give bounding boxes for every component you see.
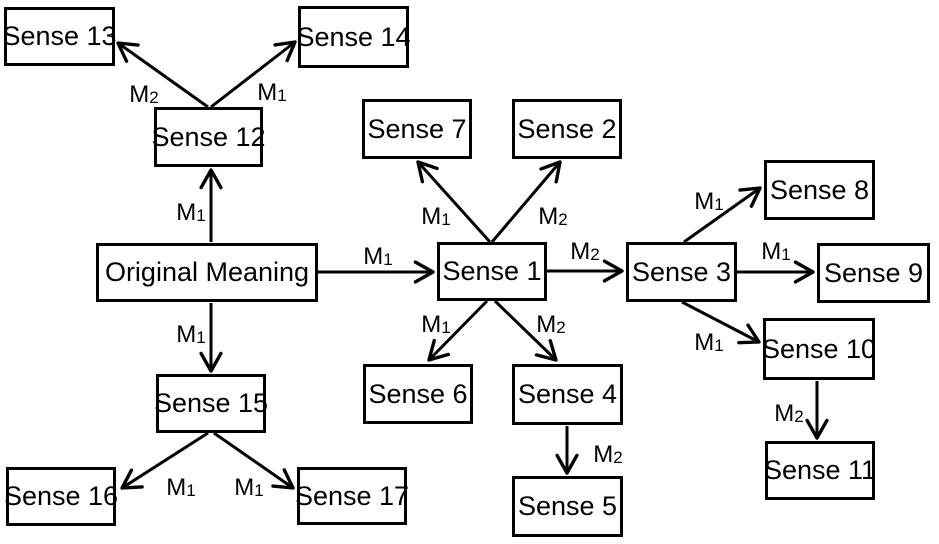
node-sense13: Sense 13 — [2, 7, 117, 66]
node-original-meaning: Original Meaning — [96, 243, 318, 302]
node-label: Sense 14 — [296, 21, 411, 52]
edge-label-sense12-sense13: M2 — [129, 81, 159, 108]
node-label: Sense 4 — [517, 379, 618, 409]
edge-label-original-meaning-sense1: M1 — [363, 243, 393, 270]
node-sense3: Sense 3 — [626, 242, 737, 302]
node-sense6: Sense 6 — [363, 364, 473, 424]
node-label: Sense 15 — [153, 388, 269, 418]
edge-label-sense15-sense17: M1 — [234, 474, 264, 501]
node-label: Sense 5 — [517, 491, 618, 521]
node-sense16: Sense 16 — [3, 467, 119, 526]
edge-sense1-sense7 — [416, 160, 492, 244]
node-sense14: Sense 14 — [296, 6, 411, 68]
edge-label-sense1-sense4: M2 — [536, 311, 566, 338]
edge-label-sense4-sense5: M2 — [593, 441, 623, 468]
node-sense11: Sense 11 — [763, 441, 877, 500]
node-label: Sense 11 — [763, 455, 877, 485]
edge-label-sense3-sense8: M1 — [694, 188, 724, 215]
edge-label-sense12-sense14: M1 — [257, 79, 287, 106]
node-sense10: Sense 10 — [761, 318, 877, 380]
edge-sense15-sense16 — [120, 431, 209, 490]
edge-sense1-sense2 — [490, 160, 562, 243]
edge-sense15-sense17 — [213, 431, 295, 490]
node-label: Sense 7 — [367, 113, 467, 144]
node-label: Sense 2 — [517, 113, 617, 144]
edge-label-sense3-sense10: M1 — [694, 329, 724, 356]
node-sense9: Sense 9 — [817, 243, 930, 303]
node-label: Original Meaning — [104, 257, 310, 287]
node-label: Sense 16 — [3, 481, 119, 511]
edge-label-sense1-sense7: M1 — [421, 203, 451, 230]
node-sense17: Sense 17 — [294, 467, 410, 525]
node-sense4: Sense 4 — [512, 364, 623, 425]
edge-label-sense1-sense6: M1 — [421, 311, 451, 338]
edge-label-sense10-sense11: M2 — [774, 400, 804, 427]
node-sense12: Sense 12 — [151, 107, 266, 167]
node-label: Sense 9 — [823, 257, 924, 288]
edge-label-sense1-sense2: M2 — [538, 203, 568, 230]
edge-label-sense1-sense3: M2 — [570, 238, 600, 265]
edge-sense3-sense10 — [681, 300, 761, 345]
edge-sense1-sense6 — [427, 299, 489, 362]
edge-sense12-sense14 — [210, 40, 297, 109]
node-label: Sense 8 — [769, 174, 870, 205]
edge-label-sense15-sense16: M1 — [166, 474, 196, 501]
edge-sense3-sense8 — [683, 186, 762, 244]
node-sense5: Sense 5 — [512, 476, 623, 537]
node-sense15: Sense 15 — [153, 374, 269, 433]
node-sense8: Sense 8 — [764, 160, 875, 220]
node-label: Sense 13 — [2, 21, 117, 51]
edge-label-original-meaning-sense15: M1 — [176, 321, 206, 348]
node-sense7: Sense 7 — [362, 99, 472, 159]
edge-sense1-sense4 — [493, 299, 558, 362]
node-label: Sense 3 — [631, 256, 732, 287]
edge-label-original-meaning-sense12: M1 — [176, 199, 206, 226]
node-label: Sense 6 — [368, 378, 468, 409]
node-label: Sense 17 — [294, 480, 410, 511]
edge-sense12-sense13 — [116, 41, 209, 109]
node-label: Sense 10 — [761, 333, 877, 364]
node-label: Sense 12 — [151, 121, 266, 152]
node-sense2: Sense 2 — [512, 99, 622, 159]
node-sense1: Sense 1 — [437, 242, 547, 301]
node-label: Sense 1 — [442, 256, 542, 286]
edge-label-sense3-sense9: M1 — [761, 238, 791, 265]
